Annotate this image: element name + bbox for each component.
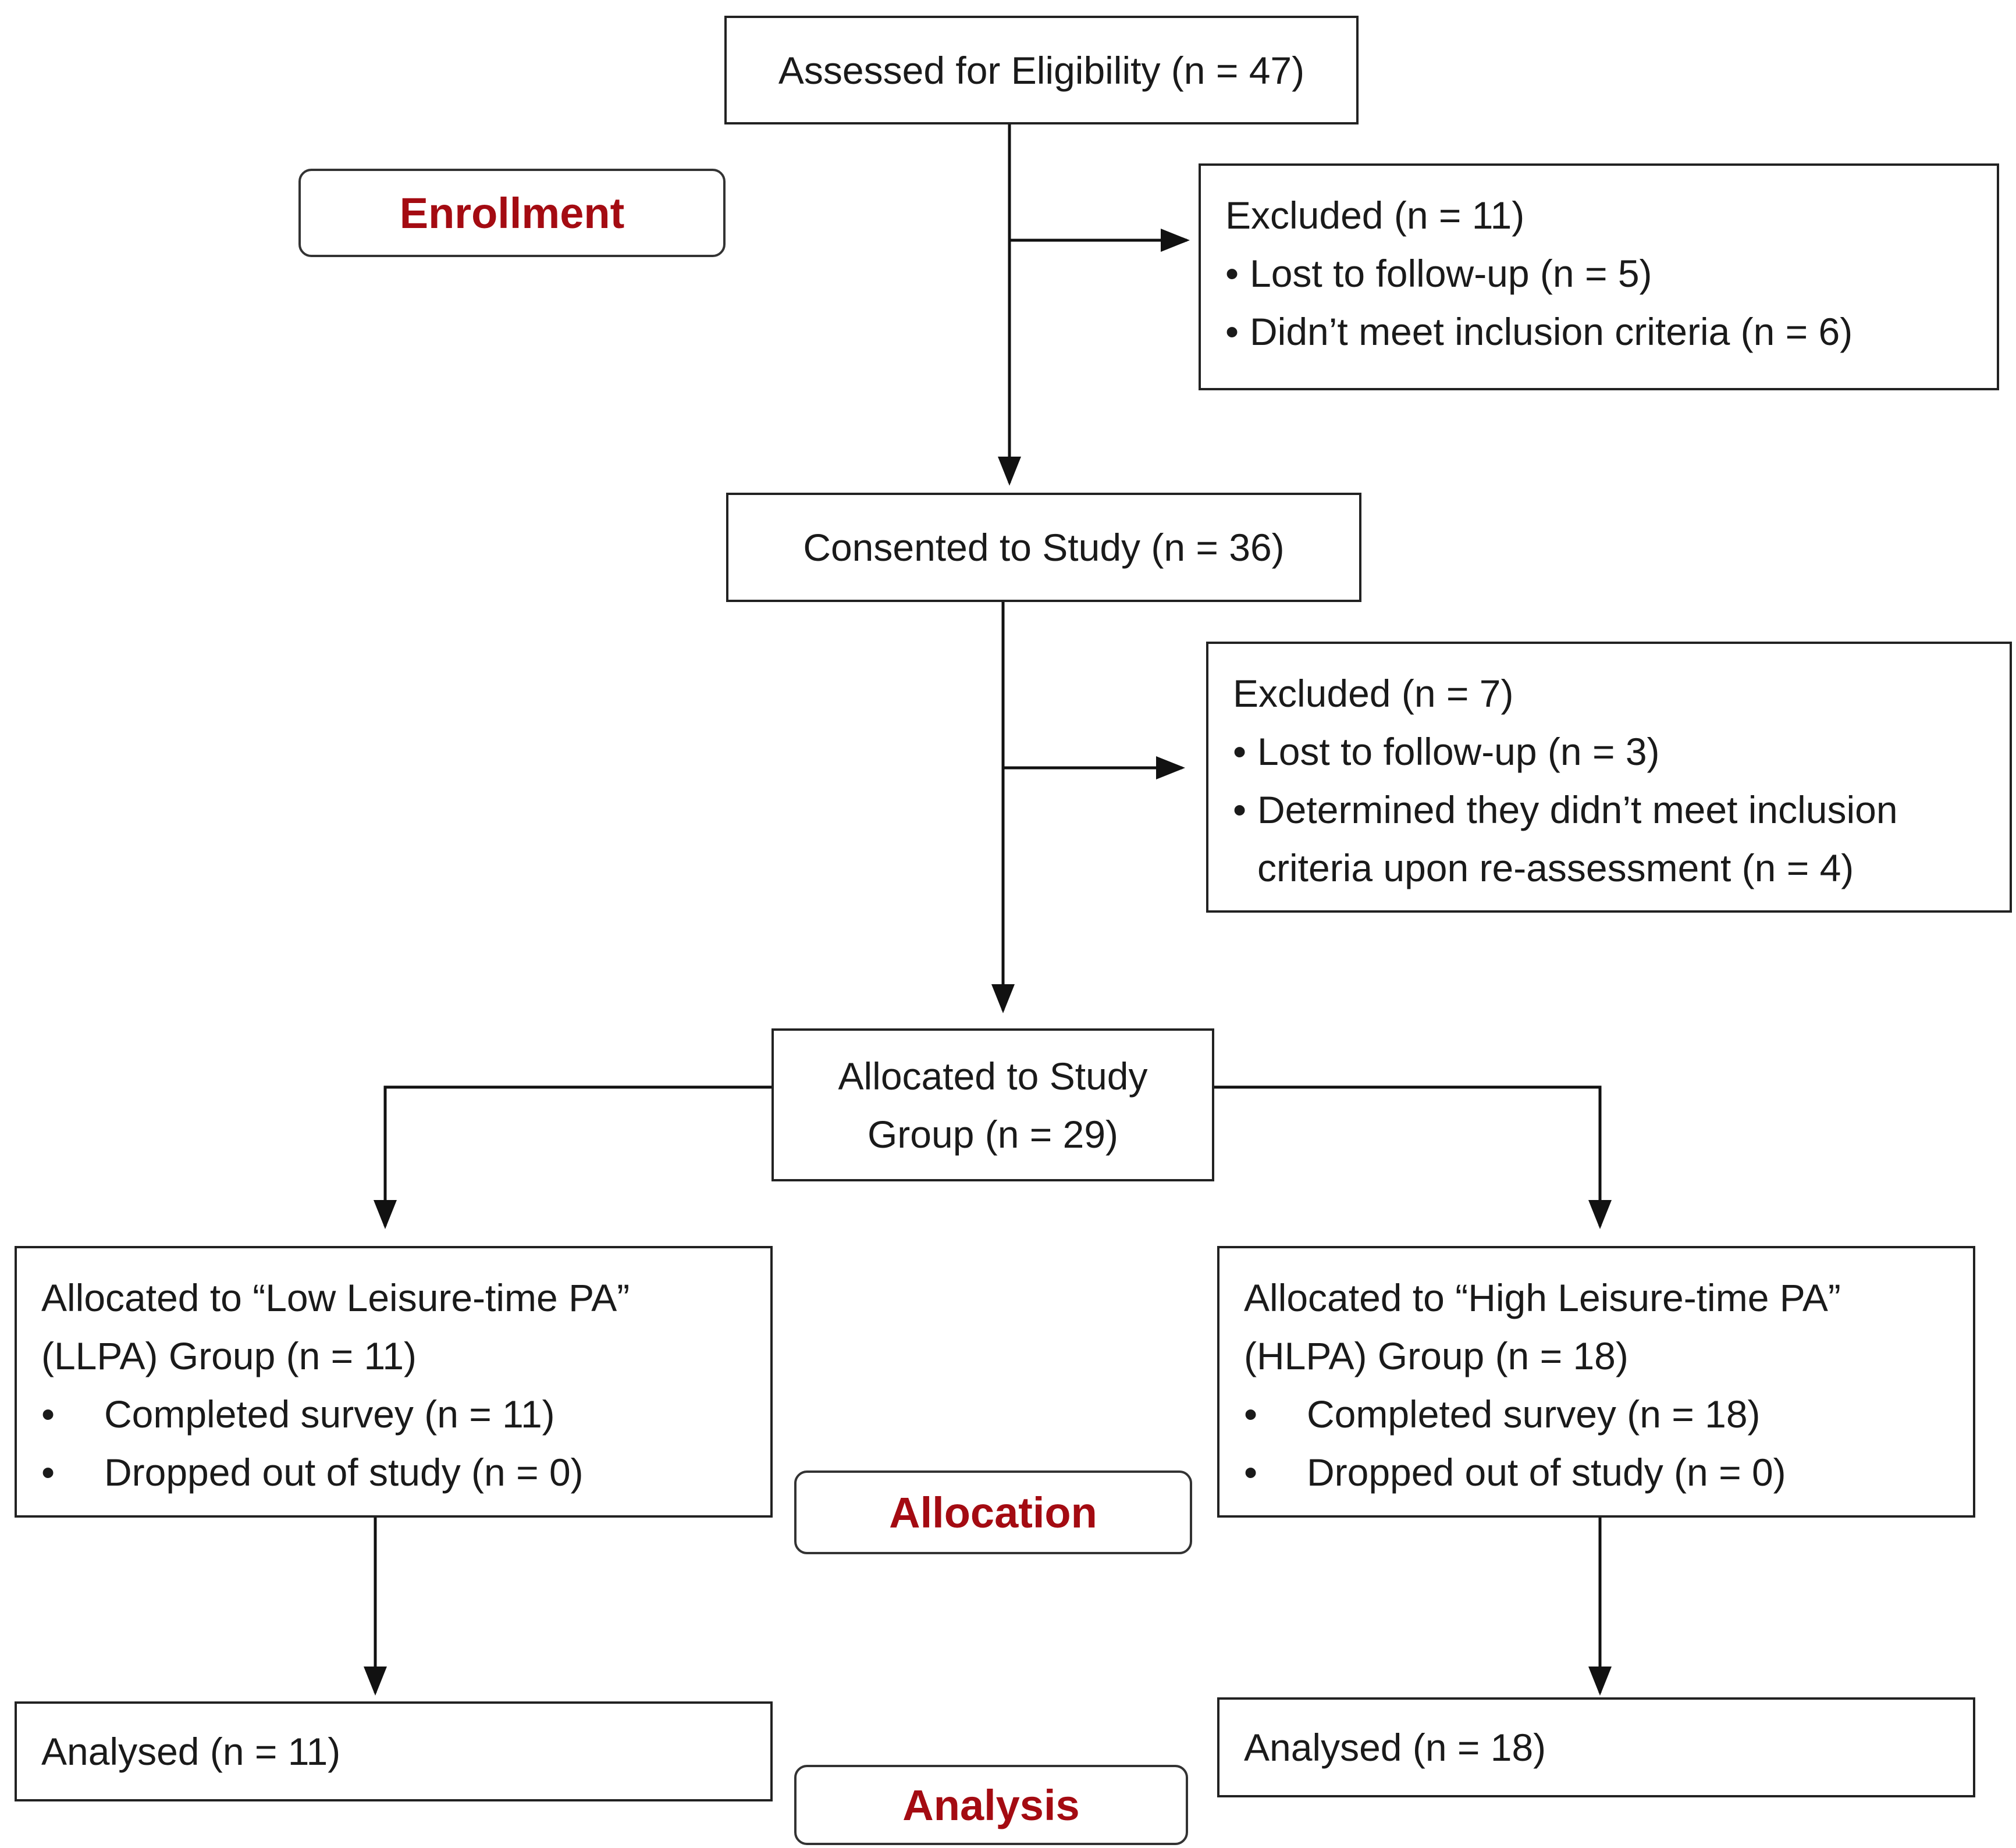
excluded2-title: Excluded (n = 7) (1233, 672, 1514, 715)
bullet-dot: • (1244, 1451, 1258, 1494)
llpa-item-text: Dropped out of study (n = 0) (104, 1451, 584, 1494)
hlpa-item: • Completed survey (n = 18) (1244, 1385, 1973, 1443)
analysed-hlpa-text: Analysed (n = 18) (1244, 1726, 1546, 1769)
bullet-dot: • (1233, 730, 1247, 773)
bullet-dot: • (41, 1393, 55, 1436)
excluded2-item-continuation: criteria upon re-assessment (n = 4) (1257, 846, 1854, 889)
llpa-line2: (LLPA) Group (n = 11) (41, 1334, 417, 1377)
analysed-llpa-box: Analysed (n = 11) (15, 1701, 773, 1801)
consented-text: Consented to Study (n = 36) (803, 526, 1285, 569)
excluded2-item: • Lost to follow-up (n = 3) (1233, 722, 2010, 781)
hlpa-item-text: Dropped out of study (n = 0) (1307, 1451, 1786, 1494)
assessed-box: Assessed for Eligibility (n = 47) (724, 16, 1359, 124)
bullet-dot: • (1225, 310, 1239, 353)
hlpa-line1: Allocated to “High Leisure-time PA” (1244, 1276, 1841, 1319)
allocated-line2: Group (n = 29) (867, 1112, 1119, 1156)
excluded1-item-text: Lost to follow-up (n = 5) (1250, 252, 1652, 295)
bullet-dot: • (1244, 1393, 1258, 1436)
excluded1-title: Excluded (n = 11) (1225, 194, 1525, 237)
bullet-dot: • (41, 1451, 55, 1494)
allocated-box: Allocated to Study Group (n = 29) (771, 1028, 1214, 1181)
hlpa-line2: (HLPA) Group (n = 18) (1244, 1334, 1629, 1377)
enrollment-stage-label: Enrollment (298, 169, 726, 257)
allocated-line1: Allocated to Study (838, 1054, 1148, 1098)
hlpa-item-text: Completed survey (n = 18) (1307, 1393, 1761, 1436)
assessed-text: Assessed for Eligibility (n = 47) (778, 48, 1305, 92)
enrollment-label-text: Enrollment (399, 188, 625, 237)
excluded2-item-text: Lost to follow-up (n = 3) (1257, 730, 1660, 773)
hlpa-item: • Dropped out of study (n = 0) (1244, 1443, 1973, 1501)
arrow-to-hlpa (1214, 1085, 1612, 1229)
bullet-dot: • (1225, 252, 1239, 295)
llpa-line1: Allocated to “Low Leisure-time PA” (41, 1276, 630, 1319)
analysed-llpa-text: Analysed (n = 11) (41, 1730, 341, 1773)
hlpa-box: Allocated to “High Leisure-time PA” (HLP… (1217, 1246, 1975, 1518)
excluded1-item: • Lost to follow-up (n = 5) (1225, 244, 1997, 302)
analysed-hlpa-box: Analysed (n = 18) (1217, 1697, 1975, 1797)
excluded2-item-text: Determined they didn’t meet inclusion (1257, 788, 1898, 831)
allocation-stage-label: Allocation (794, 1470, 1192, 1554)
excluded1-item: • Didn’t meet inclusion criteria (n = 6) (1225, 302, 1997, 361)
excluded1-item-text: Didn’t meet inclusion criteria (n = 6) (1250, 310, 1853, 353)
consented-box: Consented to Study (n = 36) (726, 493, 1361, 602)
excluded2-box: Excluded (n = 7) • Lost to follow-up (n … (1206, 642, 2012, 913)
excluded2-item: • Determined they didn’t meet inclusion (1233, 781, 2010, 839)
llpa-item: • Dropped out of study (n = 0) (41, 1443, 770, 1501)
analysis-label-text: Analysis (902, 1781, 1080, 1829)
analysis-stage-label: Analysis (794, 1765, 1188, 1845)
excluded1-box: Excluded (n = 11) • Lost to follow-up (n… (1199, 163, 1999, 390)
bullet-dot: • (1233, 788, 1247, 831)
llpa-box: Allocated to “Low Leisure-time PA” (LLPA… (15, 1246, 773, 1518)
allocation-label-text: Allocation (889, 1488, 1097, 1537)
arrow-to-llpa (374, 1085, 771, 1229)
llpa-item-text: Completed survey (n = 11) (104, 1393, 555, 1436)
llpa-item: • Completed survey (n = 11) (41, 1385, 770, 1443)
